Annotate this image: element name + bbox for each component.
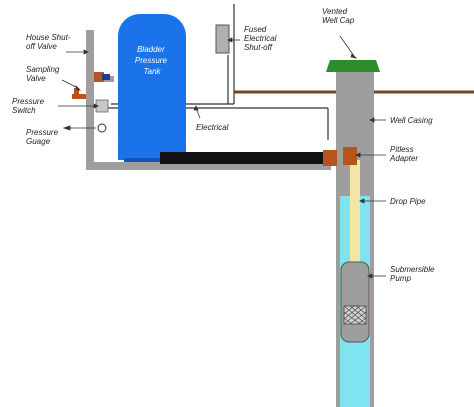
label-pressure-switch: Pressure Switch	[12, 97, 46, 115]
leader-arrows	[58, 35, 386, 279]
label-vented-cap: Vented Well Cap	[322, 7, 355, 25]
vented-well-cap	[326, 60, 380, 72]
house-shutoff-valve	[94, 72, 110, 82]
drop-pipe	[350, 160, 360, 270]
fused-shutoff-box	[215, 24, 230, 54]
label-tank: Bladder Pressure Tank	[135, 45, 169, 76]
label-electrical: Electrical	[196, 123, 229, 132]
label-sampling-valve: Sampling Valve	[26, 65, 62, 83]
label-drop-pipe: Drop Pipe	[390, 197, 426, 206]
sampling-valve	[72, 88, 86, 99]
bladder-pressure-tank	[118, 14, 186, 164]
label-pitless: Pitless Adapter	[389, 145, 418, 163]
pitless-adapter	[323, 147, 357, 166]
supply-pipe	[160, 152, 335, 164]
label-pressure-gauge: Pressure Guage	[26, 128, 60, 146]
label-house-shutoff: House Shut- off Valve	[26, 33, 73, 51]
label-pump: Submersible Pump	[390, 265, 437, 283]
pressure-gauge	[97, 123, 107, 133]
label-fused-shutoff: Fused Electrical Shut-off	[244, 25, 279, 52]
label-well-casing: Well Casing	[390, 116, 433, 125]
submersible-pump	[340, 261, 370, 343]
